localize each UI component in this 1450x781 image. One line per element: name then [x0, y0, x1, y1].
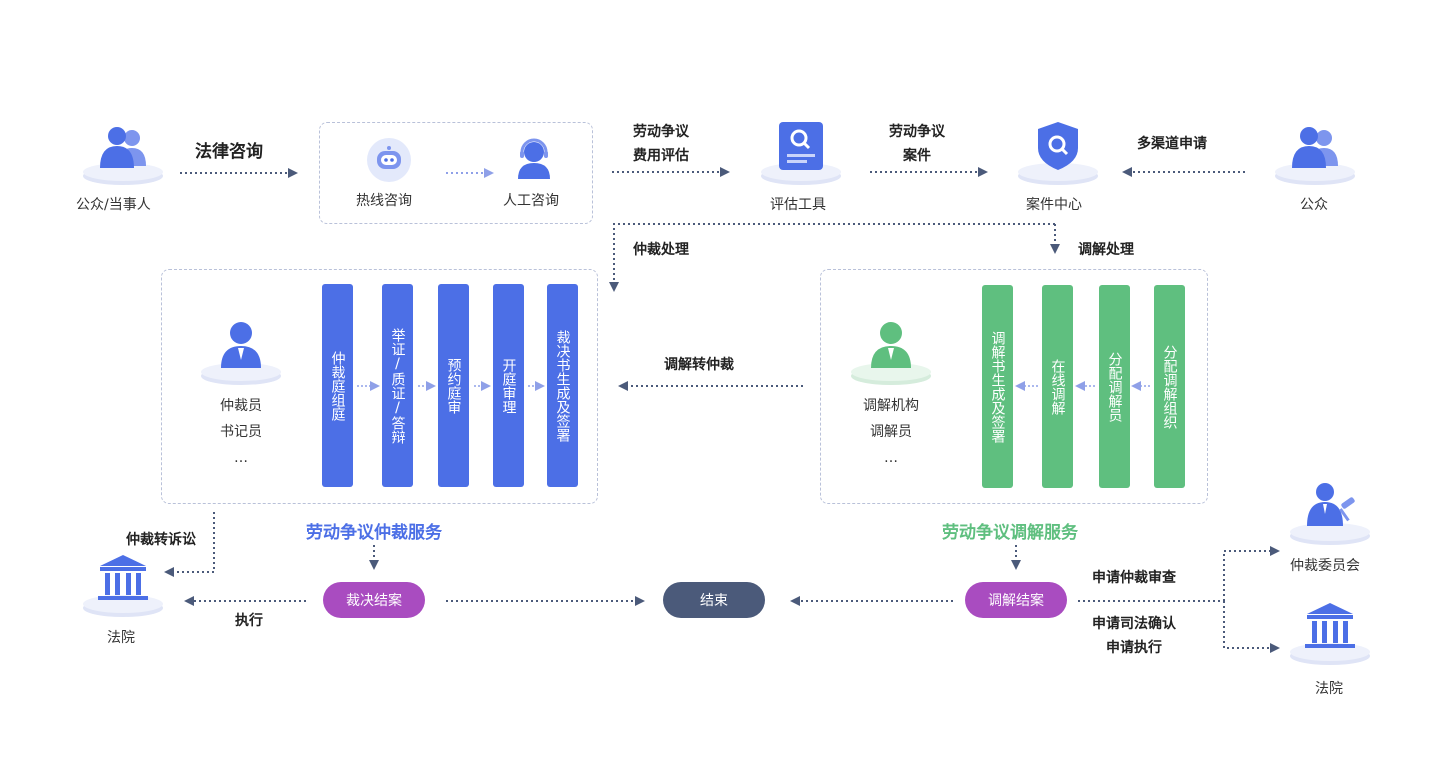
arb-step-2: 举证/质证/答辩: [382, 284, 413, 487]
arb-person-1: 仲裁员: [220, 398, 262, 414]
agent-icon: [511, 135, 557, 181]
fee-eval-label: 劳动争议 费用评估: [633, 120, 689, 168]
apply-judicial-line: 申请司法确认: [1092, 616, 1176, 632]
med-to-arb-label: 调解转仲裁: [664, 357, 734, 373]
eval-tool-icon: [758, 120, 844, 186]
people-group-icon: [1272, 122, 1358, 188]
arrow-case-to-arb: [609, 223, 1055, 292]
med-close-pill: 调解结案: [965, 582, 1067, 618]
manual-label: 人工咨询: [503, 193, 559, 209]
arb-process-label: 仲裁处理: [633, 242, 689, 258]
med-person-3: …: [884, 450, 898, 466]
people-group-icon: [80, 122, 166, 188]
mediation-box: [820, 269, 1208, 504]
med-step-4: 分配调解组织: [1154, 285, 1185, 488]
court2-label: 法院: [1315, 681, 1343, 697]
mediator-icon: [848, 318, 934, 386]
eval-tool-label: 评估工具: [770, 197, 826, 213]
fee-eval-line2: 费用评估: [633, 148, 689, 164]
arb-service-title: 劳动争议仲裁服务: [306, 523, 442, 543]
arrow-to-court2: [1223, 601, 1280, 653]
med-step-1: 调解书生成及签署: [982, 285, 1013, 488]
arrow-to-committee: [1223, 546, 1280, 601]
arrow-arb-to-court: [164, 512, 215, 577]
arb-person-2: 书记员: [220, 424, 262, 440]
med-process-label: 调解处理: [1078, 242, 1134, 258]
case-center-label: 案件中心: [1026, 197, 1082, 213]
arb-step-5: 裁决书生成及签署: [547, 284, 578, 487]
public-party-label: 公众/当事人: [76, 197, 151, 213]
med-step-2: 在线调解: [1042, 285, 1073, 488]
hotline-label: 热线咨询: [356, 193, 412, 209]
arbitration-box: [161, 269, 598, 504]
consult-box: [319, 122, 593, 224]
end-pill: 结束: [663, 582, 765, 618]
arb-close-pill: 裁决结案: [323, 582, 425, 618]
case-label: 劳动争议 案件: [889, 120, 945, 168]
med-service-title: 劳动争议调解服务: [942, 523, 1078, 543]
robot-icon: [366, 137, 412, 183]
arbitrator-icon: [198, 318, 284, 386]
med-people-list: 调解机构 调解员 …: [850, 393, 932, 471]
court-icon: [1287, 600, 1373, 666]
public-label: 公众: [1300, 197, 1328, 213]
med-step-3: 分配调解员: [1099, 285, 1130, 488]
med-person-2: 调解员: [870, 424, 912, 440]
arb-step-1: 仲裁庭组庭: [322, 284, 353, 487]
court-icon: [80, 552, 166, 618]
apply-arb-review-label: 申请仲裁审查: [1092, 570, 1176, 586]
arb-committee-label: 仲裁委员会: [1290, 558, 1360, 574]
arb-step-3: 预约庭审: [438, 284, 469, 487]
arb-to-lawsuit-label: 仲裁转诉讼: [126, 532, 196, 548]
apply-execute-line: 申请执行: [1106, 640, 1162, 656]
case-label-line2: 案件: [903, 148, 931, 164]
med-person-1: 调解机构: [863, 398, 919, 414]
arb-people-list: 仲裁员 书记员 …: [200, 393, 282, 471]
judge-gavel-icon: [1287, 480, 1373, 546]
apply-judicial-label: 申请司法确认 申请执行: [1092, 612, 1176, 660]
legal-consult-label: 法律咨询: [195, 142, 263, 162]
shield-search-icon: [1015, 120, 1101, 186]
arb-step-4: 开庭审理: [493, 284, 524, 487]
court-label: 法院: [107, 630, 135, 646]
arb-person-3: …: [234, 450, 248, 466]
execute-label: 执行: [235, 613, 263, 629]
case-label-line1: 劳动争议: [889, 124, 945, 140]
multi-channel-label: 多渠道申请: [1137, 136, 1207, 152]
fee-eval-line1: 劳动争议: [633, 124, 689, 140]
